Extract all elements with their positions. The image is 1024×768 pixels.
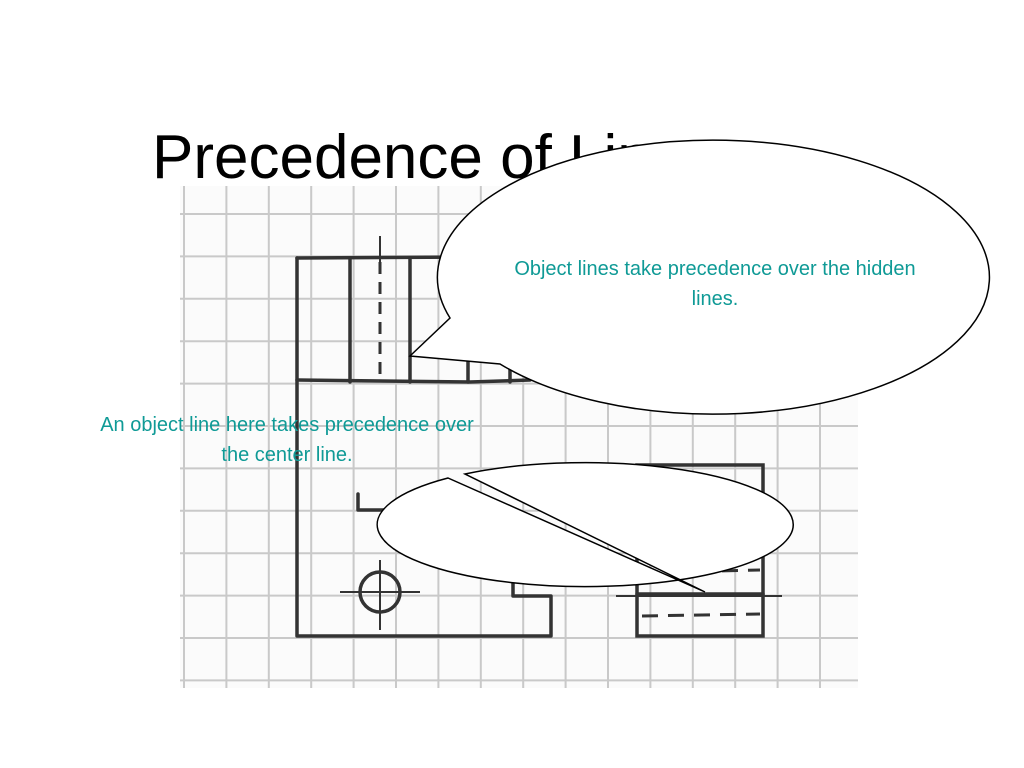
callout-bubble-left (376, 461, 794, 593)
callout-bubble-top (408, 139, 991, 415)
hidden-line-side-3 (641, 612, 761, 618)
front-view-divider (295, 378, 532, 384)
center-lines (340, 236, 420, 630)
callout-text-left: An object line here takes precedence ove… (100, 414, 474, 466)
callout-text-top: Object lines take precedence over the hi… (514, 258, 916, 310)
